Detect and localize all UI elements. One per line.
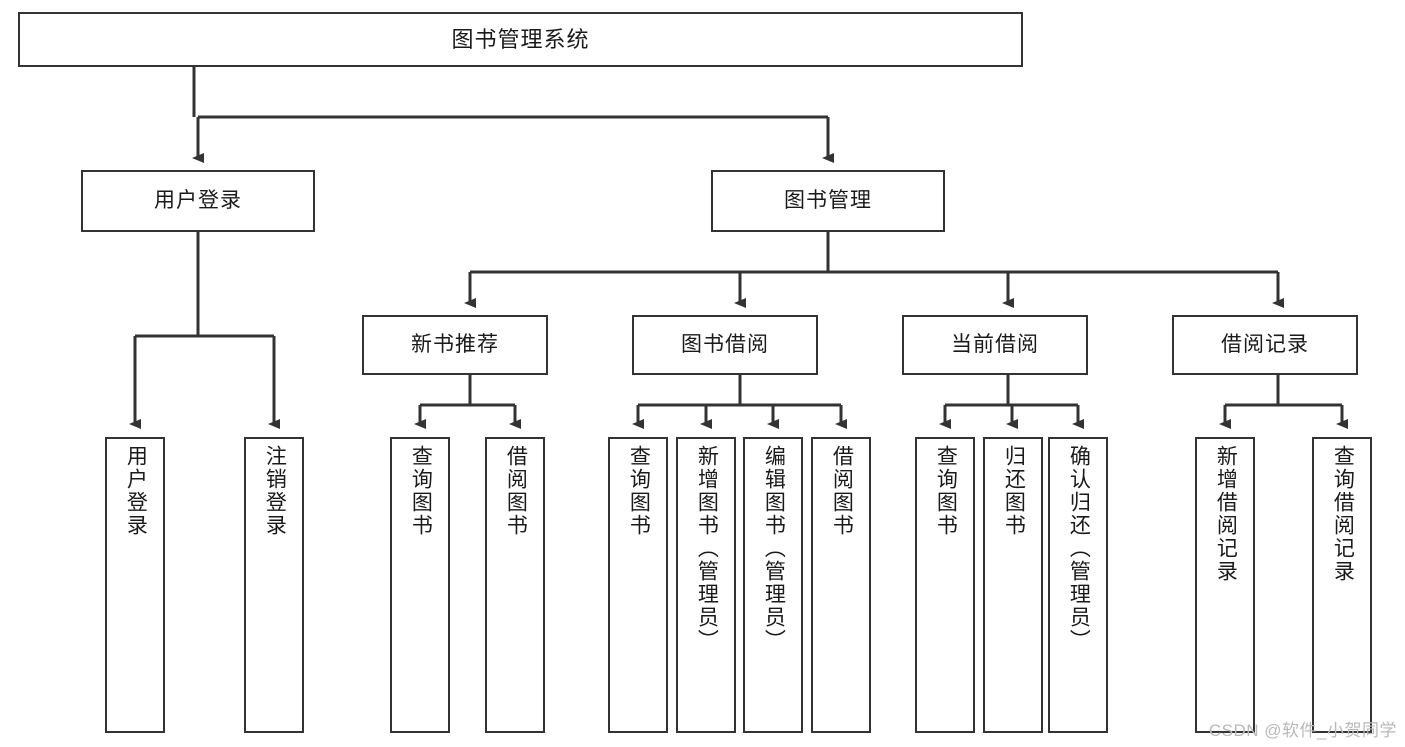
- node-leaf-query-borrow-record[interactable]: 查询借阅记录: [1312, 437, 1372, 733]
- node-root-book-management-system[interactable]: 图书管理系统: [18, 12, 1023, 67]
- node-label: 查询借阅记录: [1331, 445, 1355, 583]
- node-leaf-borrow-books-recommendation[interactable]: 借阅图书: [485, 437, 545, 733]
- node-group-borrow-records[interactable]: 借阅记录: [1172, 315, 1358, 375]
- node-label: 新增图书（管理员）: [695, 445, 719, 652]
- node-label: 图书管理: [784, 188, 872, 212]
- node-label: 归还图书: [1002, 445, 1026, 537]
- node-branch-user-login[interactable]: 用户登录: [81, 170, 315, 232]
- node-group-book-borrowing[interactable]: 图书借阅: [632, 315, 818, 375]
- node-label: 查询图书: [409, 445, 433, 537]
- node-label: 用户登录: [154, 188, 242, 212]
- node-label: 新增借阅记录: [1214, 445, 1238, 583]
- node-label: 当前借阅: [951, 332, 1039, 356]
- node-leaf-add-borrow-record[interactable]: 新增借阅记录: [1195, 437, 1255, 733]
- node-branch-book-management[interactable]: 图书管理: [711, 170, 945, 232]
- node-leaf-confirm-return-admin[interactable]: 确认归还（管理员）: [1048, 437, 1108, 733]
- node-leaf-return-books[interactable]: 归还图书: [983, 437, 1043, 733]
- node-label: 图书借阅: [681, 332, 769, 356]
- node-label: 借阅记录: [1221, 332, 1309, 356]
- node-label: 借阅图书: [830, 445, 854, 537]
- node-leaf-borrow-books-borrowing[interactable]: 借阅图书: [811, 437, 871, 733]
- node-label: 查询图书: [934, 445, 958, 537]
- node-leaf-query-books-current[interactable]: 查询图书: [915, 437, 975, 733]
- node-leaf-query-books-recommendation[interactable]: 查询图书: [390, 437, 450, 733]
- node-leaf-logout[interactable]: 注销登录: [244, 437, 304, 733]
- node-label: 新书推荐: [411, 332, 499, 356]
- node-group-current-borrowing[interactable]: 当前借阅: [902, 315, 1088, 375]
- node-label: 确认归还（管理员）: [1067, 445, 1091, 652]
- node-leaf-add-book-admin[interactable]: 新增图书（管理员）: [676, 437, 736, 733]
- node-leaf-user-login[interactable]: 用户登录: [105, 437, 165, 733]
- node-group-new-book-recommendation[interactable]: 新书推荐: [362, 315, 548, 375]
- node-label: 查询图书: [627, 445, 651, 537]
- node-label: 编辑图书（管理员）: [762, 445, 786, 652]
- node-label: 用户登录: [124, 445, 148, 537]
- node-leaf-query-books-borrowing[interactable]: 查询图书: [608, 437, 668, 733]
- node-label: 图书管理系统: [451, 26, 590, 52]
- node-leaf-edit-book-admin[interactable]: 编辑图书（管理员）: [743, 437, 803, 733]
- node-label: 注销登录: [263, 445, 287, 537]
- node-label: 借阅图书: [504, 445, 528, 537]
